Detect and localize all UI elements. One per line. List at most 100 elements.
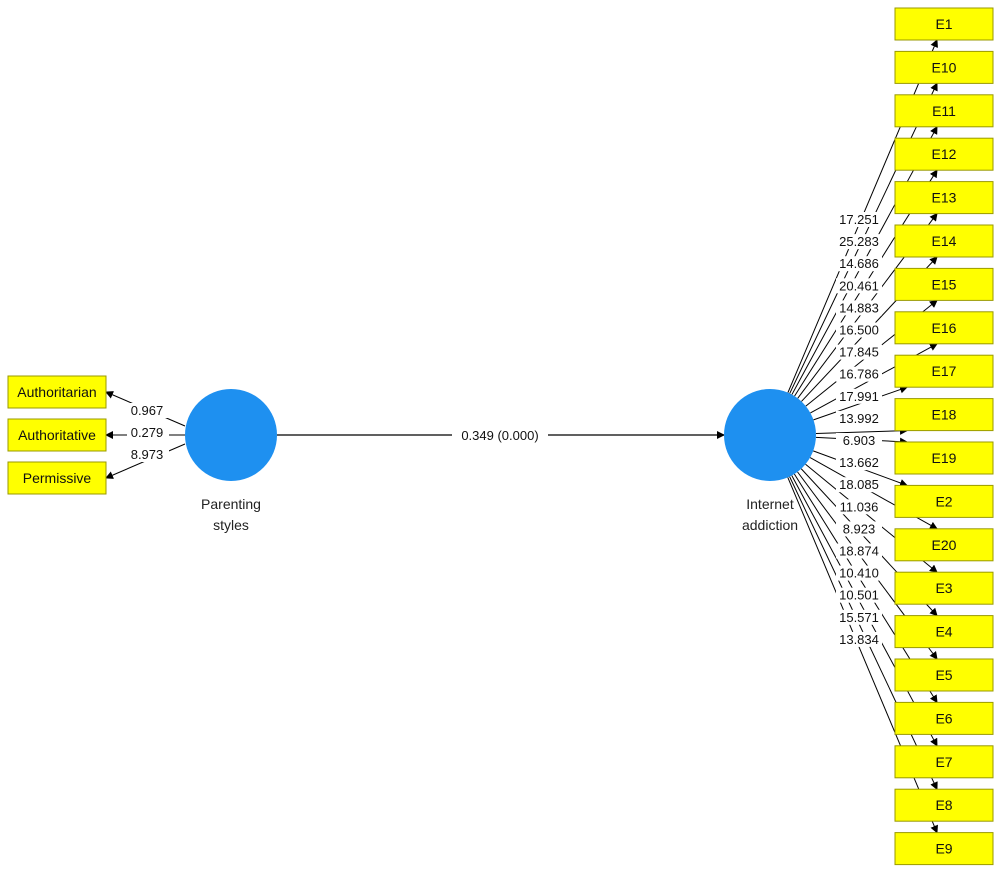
- loading-value-e20: 18.085: [839, 477, 879, 492]
- loading-value-e11: 14.686: [839, 256, 879, 271]
- loading-value-bg: [836, 565, 882, 581]
- loading-value-e17: 17.991: [839, 389, 879, 404]
- indicator-label-e9: E9: [935, 841, 952, 857]
- loading-value-e1: 17.251: [839, 212, 879, 227]
- indicator-label-authoritative: Authoritative: [18, 427, 96, 443]
- indicator-box-e14[interactable]: [894, 224, 994, 258]
- construct-internet-label-line2: addiction: [742, 517, 798, 533]
- loading-value-e3: 11.036: [840, 499, 879, 514]
- indicator-box-e6[interactable]: [894, 701, 994, 735]
- indicator-label-e7: E7: [935, 754, 952, 770]
- construct-parenting-styles[interactable]: [185, 389, 277, 481]
- indicator-box-e11[interactable]: [894, 94, 994, 128]
- construct-parenting-label-line2: styles: [213, 517, 249, 533]
- loading-value-e16: 16.786: [839, 367, 879, 382]
- indicator-label-e18: E18: [932, 407, 957, 423]
- loading-value-bg: [836, 631, 882, 647]
- loading-value-permissive: 8.973: [131, 447, 164, 462]
- indicator-box-e13[interactable]: [894, 181, 994, 215]
- loading-value-bg: [836, 521, 882, 537]
- indicator-label-authoritarian: Authoritarian: [17, 384, 96, 400]
- indicator-box-e15[interactable]: [894, 267, 994, 301]
- indicator-box-e5[interactable]: [894, 658, 994, 692]
- indicator-label-e8: E8: [935, 797, 952, 813]
- indicator-label-e10: E10: [932, 59, 957, 75]
- loading-value-bg: [836, 410, 882, 426]
- loading-value-bg: [127, 447, 169, 462]
- loading-value-bg: [836, 300, 882, 316]
- loading-value-bg: [836, 543, 882, 559]
- indicator-box-e2[interactable]: [894, 484, 994, 518]
- loading-value-bg: [836, 234, 882, 250]
- indicator-label-e11: E11: [932, 103, 956, 119]
- loading-value-bg: [836, 366, 882, 382]
- path-coefficient-label: 0.349 (0.000): [461, 428, 538, 443]
- loading-value-e19: 6.903: [843, 433, 876, 448]
- loading-value-e18: 13.992: [839, 411, 879, 426]
- indicator-box-e19[interactable]: [894, 441, 994, 475]
- loading-arrow-e18[interactable]: [815, 426, 908, 435]
- loading-value-authoritative: 0.279: [131, 425, 164, 440]
- loading-value-bg: [836, 278, 882, 294]
- indicator-label-e17: E17: [932, 363, 957, 379]
- loading-value-e7: 10.501: [839, 588, 879, 603]
- loading-value-e4: 8.923: [843, 521, 876, 536]
- indicator-box-e16[interactable]: [894, 311, 994, 345]
- loading-value-bg: [836, 256, 882, 272]
- indicator-box-authoritarian[interactable]: [7, 375, 107, 409]
- loading-value-bg: [127, 403, 169, 418]
- indicator-box-permissive[interactable]: [7, 461, 107, 495]
- loading-value-bg: [836, 322, 882, 338]
- loading-value-bg: [127, 425, 169, 440]
- indicator-box-e7[interactable]: [894, 745, 994, 779]
- indicator-box-e18[interactable]: [894, 398, 994, 432]
- loading-value-e6: 10.410: [839, 566, 879, 581]
- indicator-box-e9[interactable]: [894, 832, 994, 866]
- indicator-box-authoritative[interactable]: [7, 418, 107, 452]
- loading-value-e5: 18.874: [839, 544, 879, 559]
- indicator-label-e19: E19: [932, 450, 957, 466]
- indicator-label-e5: E5: [935, 667, 952, 683]
- construct-internet-label-line1: Internet: [746, 496, 794, 512]
- indicator-box-e10[interactable]: [894, 50, 994, 84]
- loading-value-bg: [836, 433, 882, 448]
- indicator-box-e17[interactable]: [894, 354, 994, 388]
- loading-value-bg: [836, 455, 882, 471]
- loading-value-bg: [836, 587, 882, 603]
- indicator-box-e3[interactable]: [894, 571, 994, 605]
- loading-value-authoritarian: 0.967: [131, 403, 164, 418]
- loading-value-bg: [836, 388, 882, 404]
- loading-value-bg: [836, 499, 882, 515]
- construct-parenting-label-line1: Parenting: [201, 496, 261, 512]
- indicator-label-e4: E4: [935, 624, 952, 640]
- indicator-label-e13: E13: [932, 190, 957, 206]
- loading-value-bg: [836, 212, 882, 227]
- loading-value-e14: 16.500: [839, 323, 879, 338]
- loading-value-e9: 13.834: [839, 632, 879, 647]
- indicator-label-e3: E3: [935, 580, 952, 596]
- indicator-label-e14: E14: [932, 233, 957, 249]
- loading-value-bg: [836, 477, 882, 493]
- indicator-box-e12[interactable]: [894, 137, 994, 171]
- indicator-box-e1[interactable]: [894, 7, 994, 41]
- construct-internet-addiction[interactable]: [724, 389, 816, 481]
- loading-value-e15: 17.845: [839, 345, 879, 360]
- loadings-layer: 0.967 0.279 8.973 17.251 25.283 14.686 20.461 1…: [127, 212, 882, 647]
- path-coefficient-bg: [452, 426, 548, 444]
- loading-value-bg: [836, 609, 882, 625]
- loading-value-e2: 13.662: [839, 455, 879, 470]
- indicator-label-e6: E6: [935, 710, 952, 726]
- indicator-label-e20: E20: [932, 537, 957, 553]
- indicator-box-e20[interactable]: [894, 528, 994, 562]
- indicator-label-e16: E16: [932, 320, 957, 336]
- loading-value-e10: 25.283: [839, 234, 879, 249]
- indicators-layer: AuthoritarianAuthoritativePermissiveE1E1…: [7, 7, 994, 866]
- loading-value-e12: 20.461: [839, 278, 879, 293]
- loading-value-e8: 15.571: [839, 610, 879, 625]
- indicator-box-e4[interactable]: [894, 615, 994, 649]
- loading-value-bg: [836, 344, 882, 360]
- indicator-label-e1: E1: [935, 16, 952, 32]
- indicator-label-e12: E12: [932, 146, 957, 162]
- indicator-box-e8[interactable]: [894, 788, 994, 822]
